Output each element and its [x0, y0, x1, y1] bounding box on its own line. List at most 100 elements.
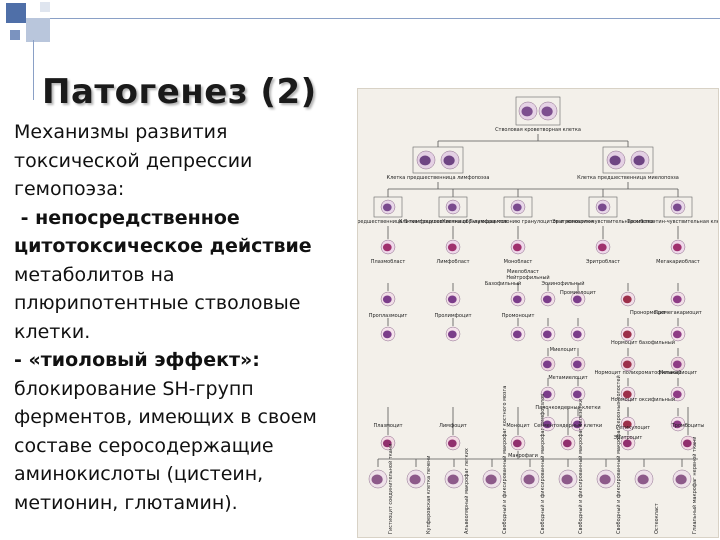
body-line-bold: цитотоксическое действие — [14, 235, 312, 257]
cell-image — [620, 326, 636, 342]
cell-image — [570, 356, 586, 372]
body-line: ферментов, имеющих в своем — [14, 406, 317, 428]
cell-image — [670, 199, 686, 215]
cell-image — [380, 291, 396, 307]
cell-image — [510, 326, 526, 342]
body-line: Механизмы развития — [14, 121, 228, 143]
cell-image — [670, 239, 686, 255]
stem-cell-frame — [515, 96, 561, 126]
macrophage-label: Свободный и фиксированный макрофаг сероз… — [615, 375, 622, 534]
slide-body: Механизмы развития токсической депрессии… — [14, 118, 334, 517]
cell-image — [540, 416, 556, 432]
scheme-label: Миелобласт — [507, 269, 539, 275]
macrophage-image — [482, 469, 502, 489]
scheme-label: Лимфобласт — [436, 259, 469, 265]
progenitor-frame — [663, 196, 693, 218]
macrophage-label: Свободный и фиксированный макрофаг селез… — [577, 399, 584, 534]
slide-title: Патогенез (2) — [42, 72, 317, 112]
progenitor-frame — [373, 196, 403, 218]
scheme-label: Миелоцит — [550, 347, 577, 353]
scheme-label: Палочкоядерные клетки — [535, 405, 600, 411]
macrophage-image — [596, 469, 616, 489]
cell-image — [630, 150, 650, 170]
macrophage-label: Свободный и фиксированный макрофаг лимфо… — [539, 394, 546, 534]
side-rule — [33, 40, 34, 100]
scheme-label: Стволовая кроветворная клетка — [495, 127, 581, 133]
cell-image — [560, 435, 576, 451]
body-line: метионин, глютамин). — [14, 491, 238, 514]
macrophage-image — [634, 469, 654, 489]
stem-cell-image — [538, 101, 558, 121]
progenitor-frame — [503, 196, 533, 218]
scheme-label: Промегакариоцит — [654, 310, 702, 316]
body-line: блокирование SH-групп — [14, 377, 254, 400]
scheme-label: Нормоцит базофильный — [611, 339, 675, 346]
macrophage-image — [520, 469, 540, 489]
scheme-label: Проплазмоцит — [369, 313, 408, 319]
cell-image — [380, 435, 396, 451]
scheme-label: Клетка предшественница Т-лимфоцитов — [399, 219, 508, 225]
cell-image — [445, 326, 461, 342]
scheme-label: Пролимфоцит — [434, 313, 471, 319]
scheme-label: Нейтрофильный — [506, 274, 549, 281]
macrophage-image — [558, 469, 578, 489]
cell-image — [620, 356, 636, 372]
progenitor-frame — [602, 146, 654, 174]
corner-square-pale — [40, 2, 50, 12]
scheme-label: Плазмобласт — [371, 259, 406, 265]
scheme-label: Эритроцит — [614, 435, 643, 441]
scheme-label: Эритробласт — [586, 259, 620, 265]
cell-image — [595, 239, 611, 255]
corner-square-dark — [6, 3, 26, 23]
macrophage-image — [672, 469, 692, 489]
body-line: токсической депрессии — [14, 149, 253, 172]
cell-image — [620, 435, 636, 451]
scheme-label: Мегакариобласт — [656, 259, 700, 265]
body-line: аминокислоты (цистеин, — [14, 463, 264, 485]
cell-image — [670, 356, 686, 372]
cell-image — [540, 386, 556, 402]
cell-image — [570, 386, 586, 402]
macrophage-label: Купферовская клетка печени — [426, 455, 432, 534]
scheme-label: Тромбоциты — [671, 423, 705, 429]
scheme-label: Плазмоцит — [373, 423, 402, 429]
scheme-label: Монобласт — [504, 259, 533, 265]
cell-image — [670, 416, 686, 432]
scheme-label: Базофильный — [485, 280, 521, 287]
scheme-label: Мегакариоцит — [659, 370, 697, 376]
macrophage-label: Свободный и фиксированный макрофаг костн… — [501, 386, 508, 534]
macrophage-image — [444, 469, 464, 489]
scheme-label: Клетка предшественница лимфопоэза — [387, 175, 490, 181]
cell-image — [445, 291, 461, 307]
scheme-label: Эритропоэтин-чувствительная клетка — [552, 219, 653, 225]
body-line: плюрипотентные стволовые — [14, 292, 301, 314]
cell-image — [540, 326, 556, 342]
scheme-label: Лимфоцит — [439, 423, 467, 429]
cell-image — [416, 150, 436, 170]
scheme-label: Клетка предшественница миелопоэза — [577, 175, 679, 181]
macrophage-label: Остеокласт — [654, 503, 660, 534]
body-line: гемопоэза: — [14, 178, 125, 200]
macrophage-label: Альвеолярный макрофаг легких — [463, 448, 470, 534]
cell-image — [540, 291, 556, 307]
scheme-label: Макрофаги — [508, 453, 538, 459]
macrophage-image — [368, 469, 388, 489]
corner-square-light — [26, 18, 50, 42]
cell-image — [680, 435, 696, 451]
cell-image — [620, 416, 636, 432]
corner-square-mid — [10, 30, 20, 40]
cell-image — [380, 326, 396, 342]
cell-image — [540, 356, 556, 372]
body-line-bold: - непосредственное — [14, 206, 240, 229]
cell-image — [445, 239, 461, 255]
scheme-label: Промиелоцит — [560, 290, 596, 296]
cell-image — [445, 435, 461, 451]
stem-cell-image — [518, 101, 538, 121]
scheme-label: Промоноцит — [502, 313, 535, 319]
cell-image — [606, 150, 626, 170]
cell-image — [510, 291, 526, 307]
scheme-label: Метамиелоцит — [548, 375, 587, 381]
macrophage-label: Гистиоцит соединительной ткани — [387, 444, 394, 534]
body-line: составе серосодержащие — [14, 434, 274, 457]
cell-image — [595, 199, 611, 215]
